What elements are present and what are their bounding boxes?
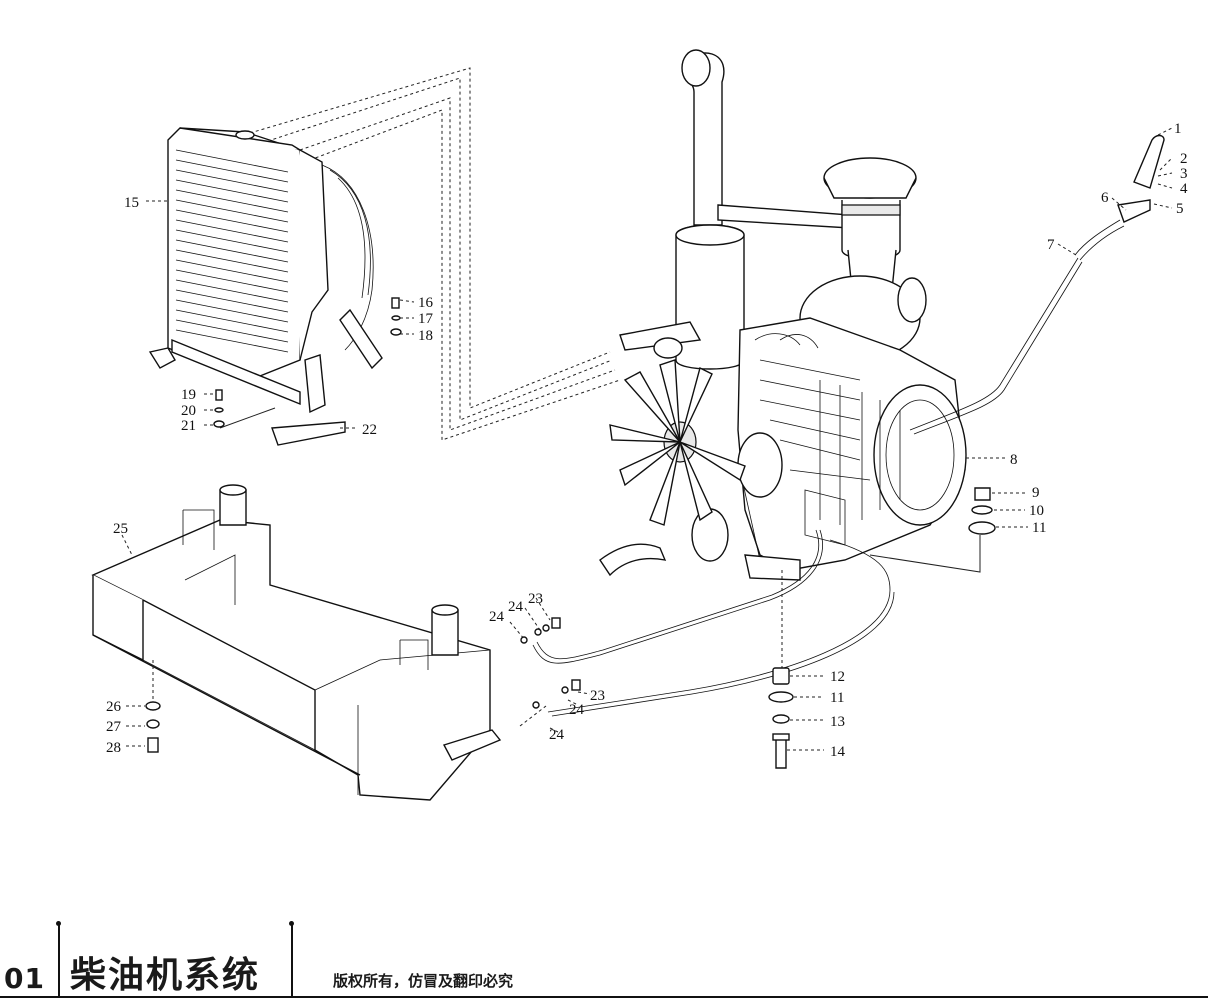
engine-mount-hardware (768, 487, 996, 769)
callout-28: 28 (106, 740, 121, 756)
callout-2: 2 (1180, 151, 1188, 167)
callout-24-upper-a: 24 (508, 599, 524, 615)
radiator-assembly (148, 67, 621, 446)
section-title: 柴油机系统 (70, 955, 261, 996)
callout-23-lower: 23 (590, 688, 605, 704)
callout-7: 7 (1047, 237, 1055, 253)
callout-10: 10 (1029, 503, 1044, 519)
callout-15: 15 (124, 195, 139, 211)
callout-19: 19 (181, 387, 196, 403)
callout-24-lower-b: 24 (549, 727, 565, 743)
callout-20: 20 (181, 403, 196, 419)
callout-24-upper-b: 24 (489, 609, 505, 625)
callout-11: 11 (1032, 520, 1046, 536)
callout-12: 12 (830, 669, 845, 685)
callout-14: 14 (830, 744, 846, 760)
callout-18: 18 (418, 328, 433, 344)
callout-23-upper: 23 (528, 591, 543, 607)
diesel-engine (599, 49, 967, 581)
callout-5: 5 (1176, 201, 1184, 217)
callout-1: 1 (1174, 121, 1182, 137)
callout-21: 21 (181, 418, 196, 434)
copyright-notice: 版权所有，仿冒及翻印必究 (333, 972, 514, 990)
callout-27: 27 (106, 719, 122, 735)
callout-26: 26 (106, 699, 122, 715)
callout-4: 4 (1180, 181, 1188, 197)
footer-divider-dot (56, 921, 61, 926)
footer-divider-right (291, 924, 293, 998)
fuel-tank (91, 484, 502, 801)
part-callouts: 1 2 3 4 5 6 7 8 9 10 11 12 11 13 14 15 1… (106, 121, 1188, 760)
page-footer: 01 柴油机系统 版权所有，仿冒及翻印必究 (0, 918, 1208, 1001)
callout-9: 9 (1032, 485, 1040, 501)
callout-11-lower: 11 (830, 690, 844, 706)
callout-25: 25 (113, 521, 128, 537)
engine-fan (609, 359, 746, 526)
callout-13: 13 (830, 714, 845, 730)
footer-rule (0, 996, 1208, 998)
small-hardware (145, 297, 581, 753)
callout-22: 22 (362, 422, 377, 438)
callout-24-lower-a: 24 (569, 702, 585, 718)
callout-17: 17 (418, 311, 434, 327)
fuel-lines (532, 529, 895, 717)
throttle-lever (909, 134, 1165, 435)
callout-6: 6 (1101, 190, 1109, 206)
callout-3: 3 (1180, 166, 1188, 182)
footer-divider-left (58, 924, 60, 998)
section-number: 01 (4, 962, 45, 995)
callout-8: 8 (1010, 452, 1018, 468)
callout-16: 16 (418, 295, 434, 311)
footer-divider-dot (289, 921, 294, 926)
